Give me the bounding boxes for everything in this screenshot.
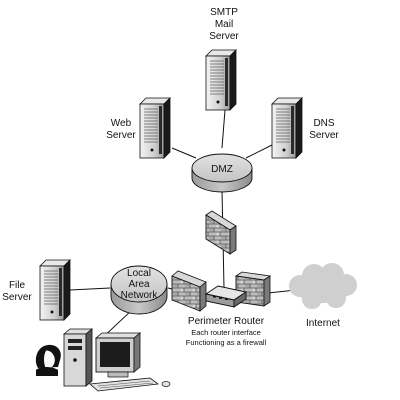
file-label-line-2: Server [2, 292, 32, 303]
link-dns-dmz [245, 144, 273, 159]
router-note-line-1: Each router interface [191, 328, 261, 337]
lan-hub: Local Area Network [110, 265, 168, 315]
lan-label-line-2: Area [128, 279, 150, 290]
file-label-line-1: File [9, 280, 26, 291]
smtp-label-line-3: Server [209, 31, 239, 42]
lan-label-line-3: Network [121, 290, 159, 301]
router-title: Perimeter Router [188, 316, 265, 327]
brick-firewall-icon [171, 270, 207, 312]
perimeter-router: Perimeter Router Each router interface F… [186, 285, 267, 347]
server-tower-icon [271, 97, 303, 159]
dmz-label: DMZ [211, 164, 233, 175]
desktop-computer-icon [62, 328, 171, 392]
server-tower-icon [39, 259, 71, 321]
brick-firewall-icon [205, 210, 237, 255]
server-tower-icon [139, 97, 171, 159]
file-server: File Server [2, 259, 71, 321]
workstation [35, 328, 171, 392]
user-head-icon [35, 344, 61, 376]
dmz-hub: DMZ [191, 153, 253, 193]
dns-label-line-2: Server [309, 130, 339, 141]
network-hub-icon [110, 265, 168, 315]
smtp-mail-server: SMTP Mail Server [205, 7, 239, 111]
smtp-label-line-1: SMTP [210, 7, 238, 18]
link-web-dmz [171, 147, 197, 159]
server-tower-icon [205, 49, 237, 111]
network-hub-icon [191, 153, 253, 193]
web-label-line-2: Server [106, 130, 136, 141]
internet-cloud-icon [289, 263, 357, 309]
link-smtp-dmz [221, 109, 226, 149]
internet-label: Internet [306, 318, 340, 329]
web-label-line-1: Web [111, 118, 132, 129]
lan-firewall [171, 270, 207, 312]
lan-label-line-1: Local [127, 268, 151, 279]
dns-label-line-1: DNS [313, 118, 334, 129]
smtp-label-line-2: Mail [215, 19, 233, 30]
dmz-firewall [205, 210, 237, 255]
link-file-lan [69, 287, 111, 291]
router-note-line-2: Functioning as a firewall [186, 338, 267, 347]
web-server: Web Server [106, 97, 171, 159]
router-icon [204, 285, 248, 308]
internet-cloud: Internet [289, 263, 357, 329]
dns-server: DNS Server [271, 97, 339, 159]
